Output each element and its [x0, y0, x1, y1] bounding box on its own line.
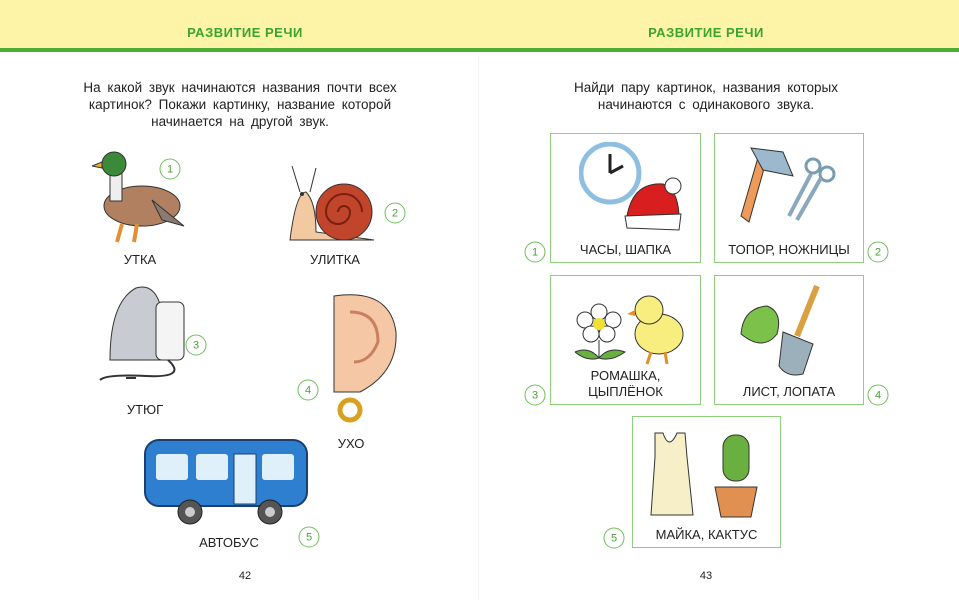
item-number: 3 [185, 334, 207, 356]
page-header [0, 0, 959, 52]
instruction-line: начинается на другой звук. [151, 114, 329, 129]
item-label: УТЮГ [126, 402, 164, 417]
item-number: 4 [297, 379, 319, 401]
card-label: ЧАСЫ, ШАПКА [579, 242, 672, 257]
page-number: 43 [699, 570, 713, 582]
instruction-line: картинок? Покажи картинку, название кото… [88, 97, 392, 112]
item-number: 5 [298, 526, 320, 548]
instruction-line: На какой звук начинаются названия почти … [83, 80, 397, 95]
tanktop-cactus-icon [650, 432, 758, 518]
card-label-line: РОМАШКА, [590, 368, 661, 383]
snail-icon [289, 165, 375, 241]
right-header-title: РАЗВИТИЕ РЕЧИ [648, 25, 764, 40]
card-2: ТОПОР, НОЖНИЦЫ [714, 133, 864, 263]
instruction-line: начинаются с одинакового звука. [597, 97, 815, 112]
card-number: 4 [867, 384, 889, 406]
card-number: 1 [524, 241, 546, 263]
card-label: МАЙКА, КАКТУС [655, 527, 758, 542]
card-number: 5 [603, 527, 625, 549]
left-instruction: На какой звук начинаются названия почти … [83, 79, 396, 130]
item-number: 1 [159, 158, 181, 180]
item-label: АВТОБУС [199, 535, 259, 550]
item-label: УХО [337, 436, 365, 451]
card-number: 2 [867, 241, 889, 263]
card-5: МАЙКА, КАКТУС [632, 416, 781, 548]
leaf-shovel-icon [740, 284, 820, 376]
card-number: 3 [524, 384, 546, 406]
clock-icon [579, 142, 642, 205]
card-label: РОМАШКА, ЦЫПЛЁНОК [588, 368, 663, 400]
hat-icon [624, 177, 682, 231]
card-label: ТОПОР, НОЖНИЦЫ [728, 242, 850, 257]
axe-scissors-icon [740, 147, 836, 223]
instruction-line: Найди пару картинок, названия которых [573, 80, 839, 95]
book-spine [478, 56, 480, 600]
daisy-chick-icon [574, 295, 684, 365]
ear-icon [333, 294, 397, 423]
card-3: РОМАШКА, ЦЫПЛЁНОК [550, 275, 701, 405]
right-instruction: Найди пару картинок, названия которых на… [574, 79, 838, 113]
card-label-line: ЦЫПЛЁНОК [588, 384, 663, 399]
iron-icon [99, 286, 185, 381]
bus-icon [144, 439, 308, 525]
duck-icon [92, 151, 185, 243]
item-number: 2 [384, 202, 406, 224]
item-label: УЛИТКА [310, 252, 360, 267]
card-label: ЛИСТ, ЛОПАТА [742, 384, 836, 399]
left-header-title: РАЗВИТИЕ РЕЧИ [187, 25, 303, 40]
page-number: 42 [238, 570, 252, 582]
item-label: УТКА [123, 252, 157, 267]
card-1: ЧАСЫ, ШАПКА [550, 133, 701, 263]
card-4: ЛИСТ, ЛОПАТА [714, 275, 864, 405]
